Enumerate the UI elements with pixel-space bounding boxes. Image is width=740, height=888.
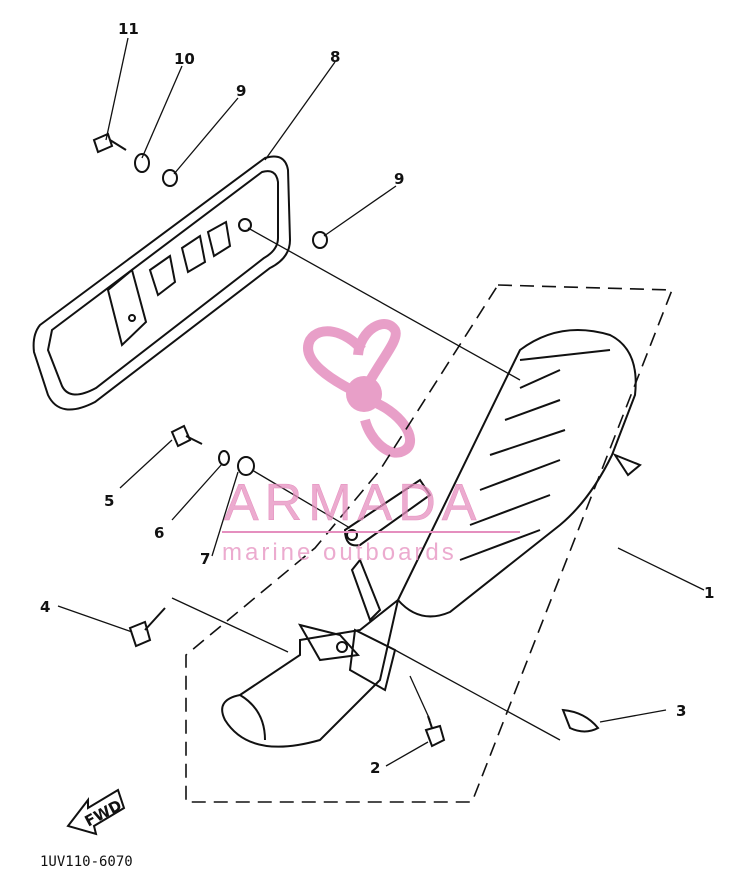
small-parts xyxy=(92,132,600,748)
callout-9-top: 9 xyxy=(236,82,246,100)
watermark-title: ARMADA xyxy=(224,474,482,532)
heat-shield-cover xyxy=(32,155,292,411)
diagram-code: 1UV110-6070 xyxy=(40,854,133,870)
watermark-subtitle: marine outboards xyxy=(222,539,457,566)
callout-11: 11 xyxy=(118,20,139,38)
callout-8: 8 xyxy=(330,48,340,66)
callout-2: 2 xyxy=(370,759,380,777)
watermark-propeller-icon xyxy=(303,319,415,458)
callout-7: 7 xyxy=(200,550,210,568)
exhaust-pipe xyxy=(221,558,400,748)
leader-lines xyxy=(57,37,705,767)
callout-1: 1 xyxy=(704,584,714,602)
callout-labels: 1 2 3 4 5 6 7 8 9 9 10 11 xyxy=(40,20,714,777)
callout-5: 5 xyxy=(104,492,114,510)
assembly-boundary xyxy=(185,284,674,803)
fwd-arrow-icon xyxy=(66,788,126,836)
callout-6: 6 xyxy=(154,524,164,542)
callout-10: 10 xyxy=(174,50,195,68)
muffler-body xyxy=(343,329,642,618)
callout-3: 3 xyxy=(676,702,686,720)
callout-4: 4 xyxy=(40,598,50,616)
callout-9-right: 9 xyxy=(394,170,404,188)
